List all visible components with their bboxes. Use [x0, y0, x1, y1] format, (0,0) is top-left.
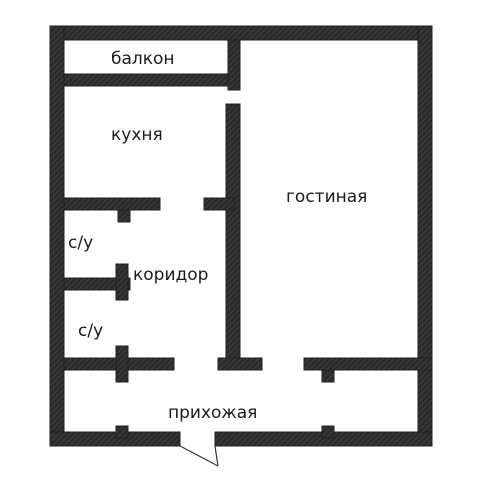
- room-label-balcony: балкон: [111, 49, 175, 69]
- walls: [49, 25, 433, 447]
- outer-wall-left: [49, 25, 65, 445]
- wall-kitchen-corridor-left: [63, 197, 161, 211]
- wall-corridor-hallway-mid: [217, 357, 263, 371]
- entrance-door: [179, 445, 219, 467]
- wall-balcony-kitchen: [63, 73, 241, 87]
- wall-hallway-stub-left: [115, 425, 129, 439]
- room-label-hallway: прихожая: [168, 403, 257, 423]
- wall-living-stub: [321, 369, 335, 383]
- wall-bathroom2-stub: [115, 345, 129, 383]
- room-label-living-room: гостиная: [286, 187, 367, 207]
- wall-hallway-stub-right: [321, 425, 335, 439]
- wall-kitchen-living: [225, 103, 241, 371]
- wall-bathrooms: [63, 277, 131, 291]
- room-label-corridor: коридор: [133, 265, 208, 285]
- room-label-bathroom-2: с/у: [78, 321, 103, 341]
- outer-wall-top: [49, 25, 433, 41]
- wall-kitchen-stub: [117, 209, 131, 223]
- outer-wall-right-lower: [417, 357, 433, 445]
- room-label-kitchen: кухня: [111, 125, 163, 145]
- wall-living-hallway: [303, 357, 433, 371]
- room-label-bathroom-1: с/у: [68, 233, 93, 253]
- door-jamb: [214, 445, 219, 467]
- wall-left-top: [227, 39, 241, 91]
- outer-wall-bottom-left: [49, 431, 181, 447]
- wall-kitchen-corridor-right: [203, 197, 235, 211]
- wall-bathroom1-door: [115, 263, 129, 301]
- outer-wall-right: [417, 25, 433, 373]
- door-leaf: [179, 445, 219, 467]
